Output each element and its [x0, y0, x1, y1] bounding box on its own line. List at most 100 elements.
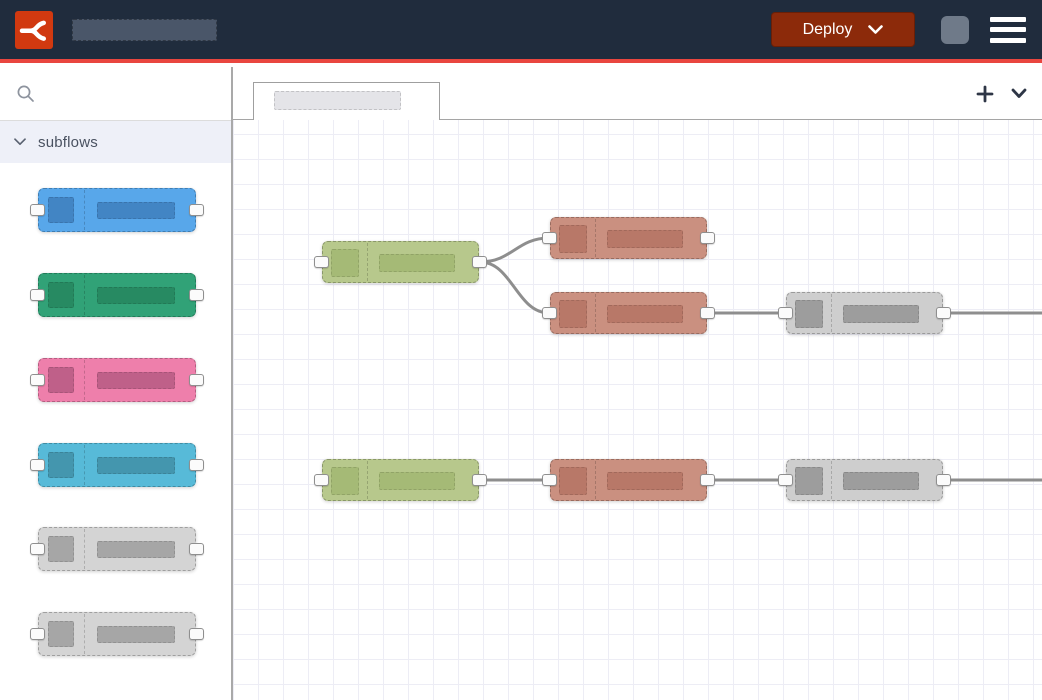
- node-input-port[interactable]: [30, 374, 45, 386]
- palette-node-cyan[interactable]: [38, 443, 196, 487]
- palette-node-gray-2[interactable]: [38, 612, 196, 656]
- node-separator: [84, 275, 85, 315]
- node-label-placeholder: [97, 287, 175, 304]
- canvas-node-salmon-3[interactable]: [550, 459, 707, 501]
- node-separator: [595, 219, 596, 257]
- node-input-port[interactable]: [542, 232, 557, 244]
- deploy-button[interactable]: Deploy: [771, 12, 915, 47]
- palette-search[interactable]: [0, 67, 231, 121]
- canvas-node-salmon-2[interactable]: [550, 292, 707, 334]
- node-output-port[interactable]: [936, 474, 951, 486]
- node-label-placeholder: [607, 230, 683, 248]
- wire: [480, 262, 549, 313]
- header: Deploy: [0, 0, 1042, 63]
- node-icon-placeholder: [48, 197, 74, 223]
- palette-node-pink[interactable]: [38, 358, 196, 402]
- node-input-port[interactable]: [778, 307, 793, 319]
- node-input-port[interactable]: [314, 474, 329, 486]
- node-input-port[interactable]: [778, 474, 793, 486]
- node-label-placeholder: [97, 626, 175, 643]
- node-icon-placeholder: [331, 467, 359, 495]
- node-icon-placeholder: [795, 300, 823, 328]
- tab-list-button[interactable]: [1009, 84, 1028, 103]
- node-output-port[interactable]: [472, 474, 487, 486]
- node-output-port[interactable]: [189, 628, 204, 640]
- node-separator: [84, 614, 85, 654]
- node-output-port[interactable]: [189, 459, 204, 471]
- node-output-port[interactable]: [936, 307, 951, 319]
- node-input-port[interactable]: [30, 289, 45, 301]
- node-separator: [84, 190, 85, 230]
- node-label-placeholder: [97, 541, 175, 558]
- node-separator: [84, 529, 85, 569]
- node-label-placeholder: [97, 372, 175, 389]
- palette-sidebar: subflows: [0, 67, 233, 700]
- node-input-port[interactable]: [542, 307, 557, 319]
- header-title-placeholder: [72, 19, 217, 41]
- node-separator: [84, 445, 85, 485]
- node-output-port[interactable]: [700, 307, 715, 319]
- node-input-port[interactable]: [30, 543, 45, 555]
- node-icon-placeholder: [48, 282, 74, 308]
- menu-icon[interactable]: [990, 17, 1026, 43]
- node-separator: [831, 294, 832, 332]
- flow-tab[interactable]: [253, 82, 440, 120]
- node-red-logo-icon[interactable]: [15, 11, 53, 49]
- node-output-port[interactable]: [189, 374, 204, 386]
- node-icon-placeholder: [559, 300, 587, 328]
- palette-node-blue[interactable]: [38, 188, 196, 232]
- node-output-port[interactable]: [189, 289, 204, 301]
- node-label-placeholder: [843, 472, 919, 490]
- node-output-port[interactable]: [700, 232, 715, 244]
- node-output-port[interactable]: [700, 474, 715, 486]
- node-icon-placeholder: [559, 467, 587, 495]
- canvas-node-gray-2[interactable]: [786, 459, 943, 501]
- node-output-port[interactable]: [472, 256, 487, 268]
- canvas-node-salmon-1[interactable]: [550, 217, 707, 259]
- node-input-port[interactable]: [314, 256, 329, 268]
- add-flow-button[interactable]: [975, 84, 994, 103]
- node-icon-placeholder: [48, 452, 74, 478]
- node-output-port[interactable]: [189, 204, 204, 216]
- node-label-placeholder: [97, 457, 175, 474]
- palette-node-gray-1[interactable]: [38, 527, 196, 571]
- node-icon-placeholder: [48, 367, 74, 393]
- node-label-placeholder: [607, 305, 683, 323]
- node-icon-placeholder: [795, 467, 823, 495]
- plus-icon: [976, 85, 994, 103]
- palette-category-label: subflows: [38, 134, 98, 151]
- node-label-placeholder: [379, 254, 455, 272]
- palette-node-green[interactable]: [38, 273, 196, 317]
- node-icon-placeholder: [48, 536, 74, 562]
- logo-fork-glyph: [19, 15, 49, 45]
- deploy-label: Deploy: [803, 21, 853, 39]
- chevron-down-icon: [1011, 88, 1027, 99]
- node-label-placeholder: [379, 472, 455, 490]
- node-separator: [831, 461, 832, 499]
- node-input-port[interactable]: [30, 459, 45, 471]
- node-input-port[interactable]: [30, 204, 45, 216]
- node-input-port[interactable]: [542, 474, 557, 486]
- node-output-port[interactable]: [189, 543, 204, 555]
- user-avatar[interactable]: [941, 16, 969, 44]
- node-input-port[interactable]: [30, 628, 45, 640]
- flow-canvas[interactable]: [233, 120, 1042, 700]
- node-label-placeholder: [97, 202, 175, 219]
- node-label-placeholder: [607, 472, 683, 490]
- canvas-node-gray-1[interactable]: [786, 292, 943, 334]
- palette-category-subflows[interactable]: subflows: [0, 121, 231, 163]
- node-separator: [595, 294, 596, 332]
- canvas-node-olive-1[interactable]: [322, 241, 479, 283]
- node-separator: [84, 360, 85, 400]
- search-icon: [16, 84, 35, 103]
- tab-bar: [233, 67, 1042, 120]
- node-icon-placeholder: [559, 225, 587, 253]
- node-separator: [367, 461, 368, 499]
- node-separator: [367, 243, 368, 281]
- node-icon-placeholder: [331, 249, 359, 277]
- canvas-node-olive-2[interactable]: [322, 459, 479, 501]
- node-label-placeholder: [843, 305, 919, 323]
- deploy-chevron-icon: [868, 25, 883, 35]
- flow-tab-label-placeholder: [274, 91, 401, 110]
